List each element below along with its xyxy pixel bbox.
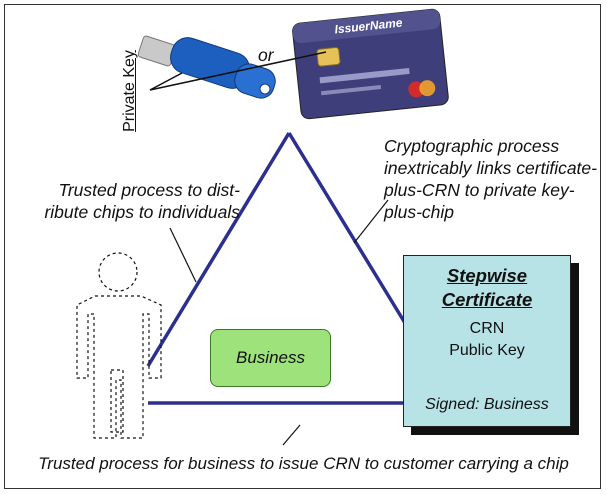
certificate-title-line2: Certificate [441, 289, 533, 310]
certificate-title-line1: Stepwise [446, 265, 528, 286]
crypto-label: Cryptographic process inextricably links… [384, 136, 597, 222]
business-label: Business [236, 348, 305, 367]
certificate-crn: CRN [469, 320, 505, 337]
business-box: Business [210, 329, 331, 387]
diagram-frame [4, 4, 601, 489]
issue-pointer [282, 424, 301, 446]
person-outline [76, 252, 162, 439]
or-label: or [258, 45, 274, 65]
distribute-label: Trusted process to dist-ribute chips to … [44, 180, 240, 222]
crypto-pointer [353, 199, 389, 244]
certificate-box: Stepwise Certificate CRN Public Key Sign… [403, 255, 571, 427]
smart-card-icon: IssuerName [292, 8, 449, 120]
certificate-signed: Signed: Business [425, 396, 549, 413]
issue-label: Trusted process for business to issue CR… [38, 454, 569, 473]
trust-triangle [146, 132, 407, 405]
usb-key-icon [137, 35, 276, 99]
distribute-pointer [169, 227, 197, 283]
private-key-label: Private Key [121, 50, 138, 132]
certificate-public-key: Public Key [449, 342, 525, 359]
